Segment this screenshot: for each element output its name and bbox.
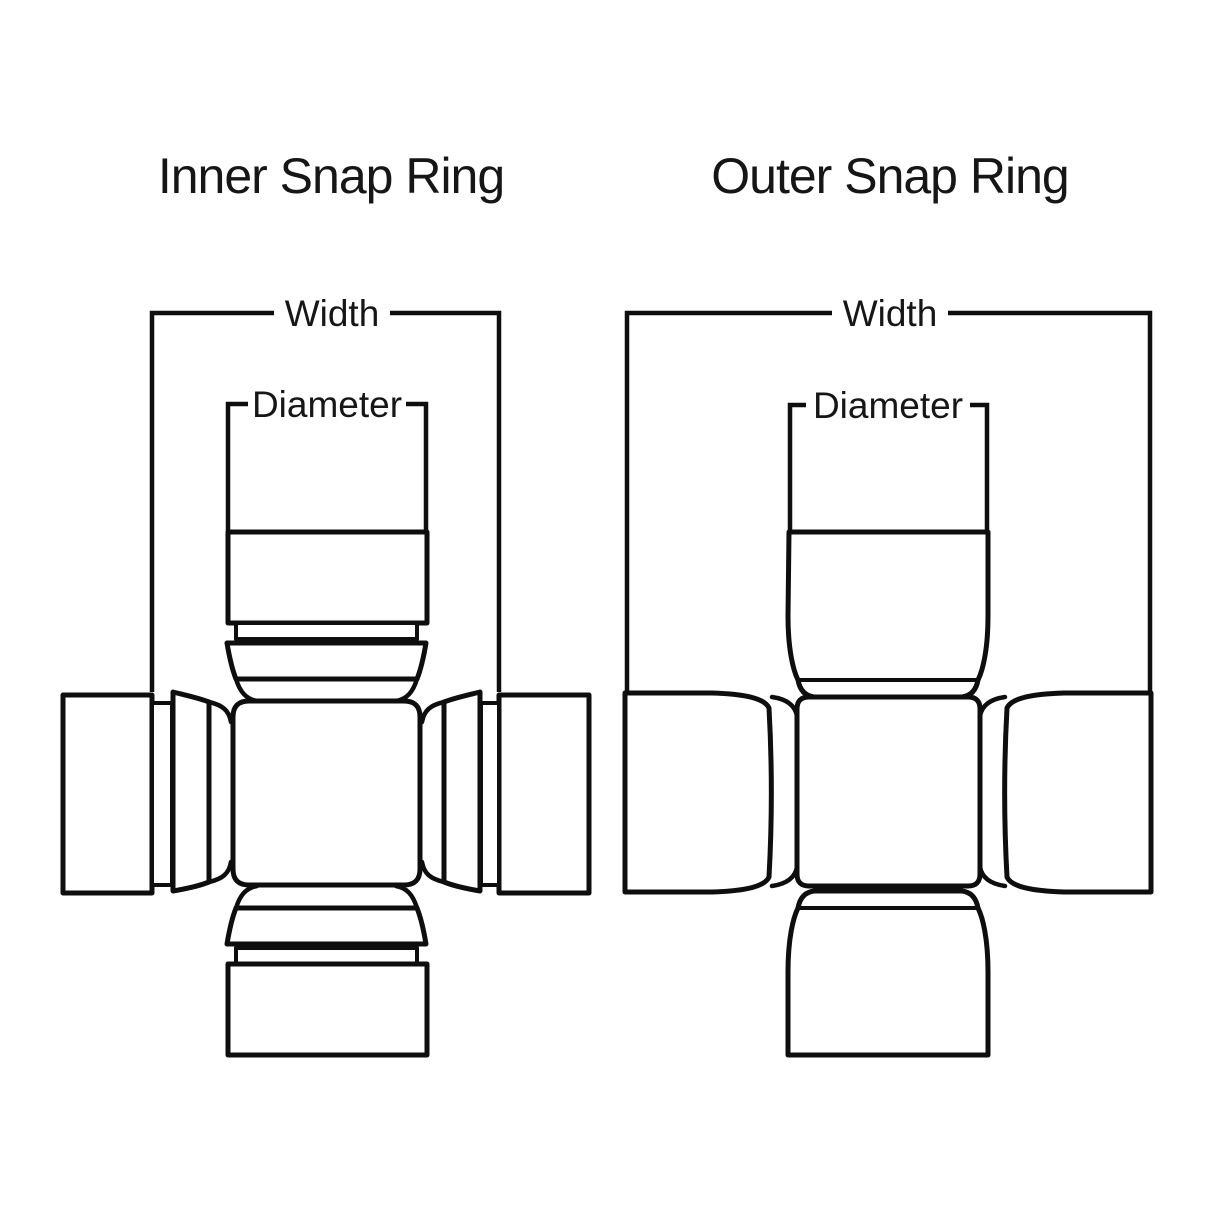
diameter-dimension-label: Diameter	[252, 384, 402, 425]
cap-outer-rect	[496, 692, 592, 896]
trunnion-fillet	[206, 699, 234, 885]
bottom-bearing-cap	[785, 888, 991, 1058]
cap-outline	[785, 888, 991, 1058]
snap-ring-flange	[441, 689, 483, 894]
snap-ring-groove	[234, 621, 419, 641]
width-dimension-label: Width	[285, 293, 380, 334]
outer-snap-ring-figure: Outer Snap Ring Width Diameter	[622, 148, 1154, 1058]
figure-title: Inner Snap Ring	[158, 148, 504, 204]
diameter-dimension-label: Diameter	[813, 385, 963, 426]
snap-ring-flange	[224, 640, 429, 682]
bottom-bearing-cap	[224, 883, 430, 1058]
snap-ring-flange	[170, 689, 212, 894]
width-dimension-label: Width	[843, 293, 938, 334]
left-bearing-cap	[60, 689, 234, 896]
cross-body	[230, 698, 423, 888]
cap-outer-rect	[60, 692, 155, 896]
cross-body	[794, 694, 983, 889]
snap-ring-groove	[479, 701, 501, 887]
trunnion-fillet	[419, 699, 447, 885]
diameter-dimension-bracket	[787, 402, 990, 531]
trunnion-fillet	[233, 883, 420, 911]
figure-title: Outer Snap Ring	[711, 148, 1068, 204]
diameter-dimension-bracket	[225, 401, 429, 531]
trunnion-fillet	[769, 694, 1008, 889]
width-dimension-bracket	[149, 310, 502, 692]
snap-ring-flange	[224, 905, 429, 947]
right-bearing-cap	[1002, 690, 1154, 895]
cap-outer-rect	[225, 529, 430, 626]
inner-snap-ring-figure: Inner Snap Ring	[60, 148, 592, 1058]
cap-outline	[785, 529, 991, 700]
top-bearing-cap	[785, 529, 991, 700]
width-dimension-bracket	[624, 310, 1153, 691]
top-bearing-cap	[224, 529, 430, 704]
right-bearing-cap	[419, 689, 592, 896]
cap-outer-rect	[225, 961, 430, 1058]
snap-ring-groove	[150, 701, 174, 887]
left-bearing-cap	[622, 690, 774, 895]
trunnion-fillet	[233, 676, 420, 704]
